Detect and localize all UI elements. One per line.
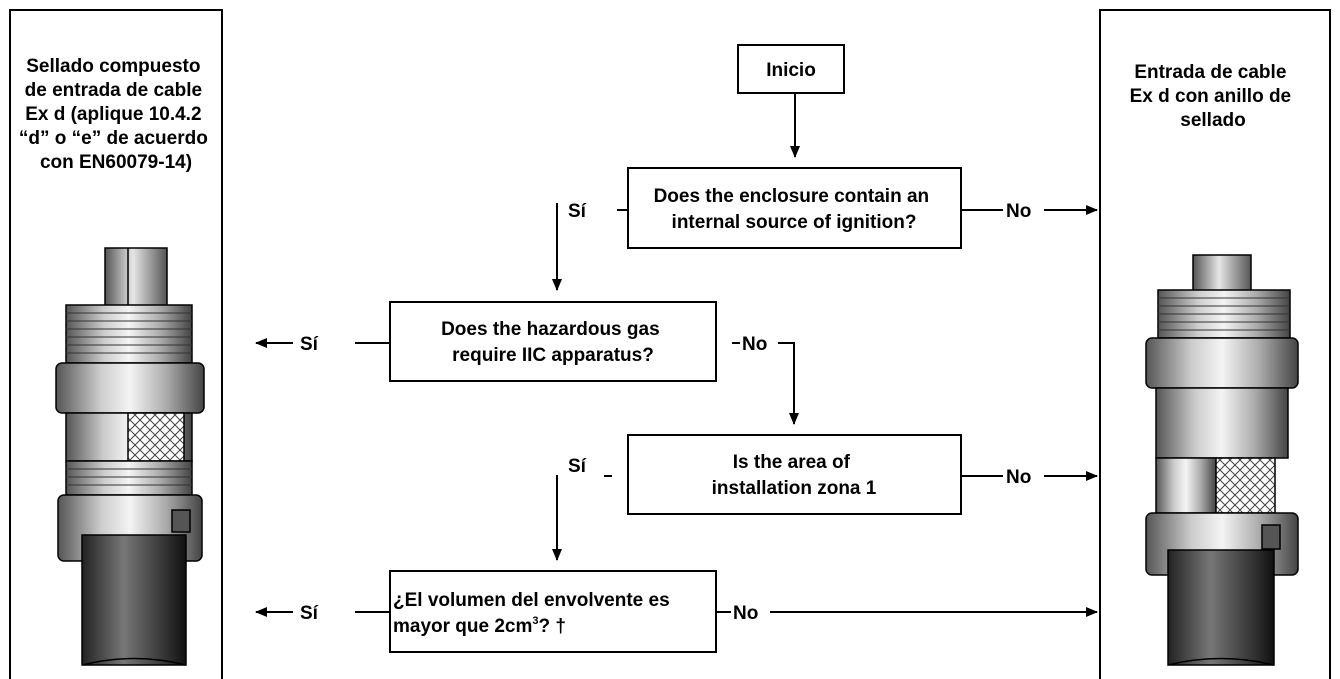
right-panel-title: Entrada de cable Ex d con anillo de sell…: [1130, 62, 1297, 131]
q1-no-label: No: [1006, 201, 1031, 222]
question-internal-ignition-box: [627, 167, 962, 249]
q4-no-label: No: [733, 603, 758, 624]
question-iic-apparatus-text: Does the hazardous gas require IIC appar…: [441, 319, 665, 366]
question-zone1-text: Is the area of installation zona 1: [712, 452, 877, 499]
seal-ring-cable-gland-icon: [1145, 254, 1299, 666]
question-internal-ignition-text: Does the enclosure contain an internal s…: [654, 186, 935, 233]
q2-yes-label: Sí: [300, 334, 319, 355]
start-label: Inicio: [766, 60, 816, 81]
q3-yes-label: Sí: [568, 456, 587, 477]
question-volume-box: [389, 570, 717, 653]
compound-sealed-cable-gland-icon: [55, 247, 205, 666]
q1-yes-label: Sí: [568, 201, 587, 222]
q2-no-label: No: [742, 334, 767, 355]
question-volume-text: ¿El volumen del envolvente es mayor que …: [393, 590, 675, 637]
connectors: [255, 93, 1098, 617]
left-panel-title: Sellado compuesto de entrada de cable Ex…: [19, 56, 213, 173]
q4-yes-label: Sí: [300, 603, 319, 624]
q3-no-label: No: [1006, 467, 1031, 488]
start-box: [737, 44, 845, 94]
arrow-q2-no-to-q3: [778, 342, 799, 425]
question-iic-apparatus-box: [389, 301, 717, 382]
question-zone1-box: [627, 434, 962, 515]
